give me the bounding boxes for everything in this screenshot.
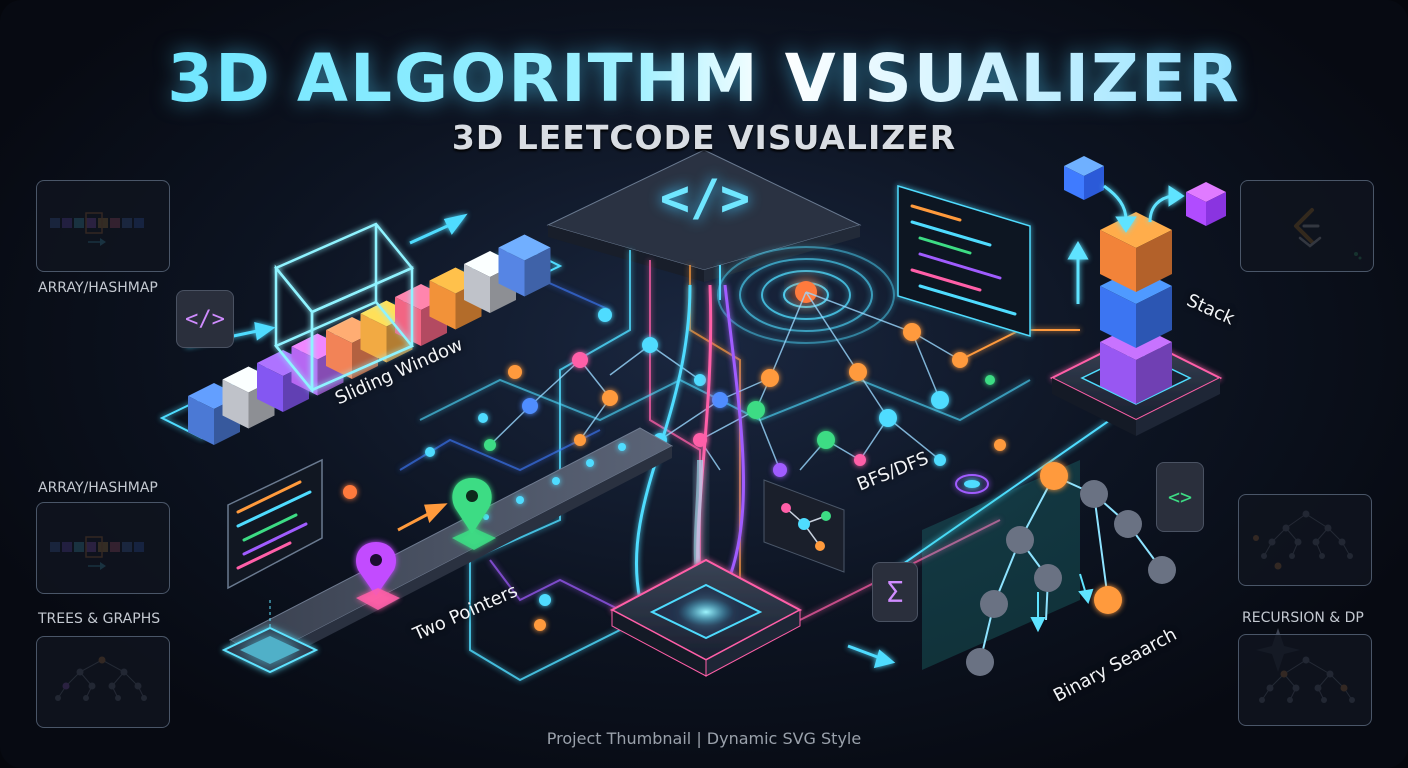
central-platform xyxy=(609,558,803,677)
binary-search-nodes xyxy=(966,462,1176,676)
target-ring xyxy=(955,474,989,494)
flow-arrow xyxy=(847,644,896,669)
graph-nodes xyxy=(343,308,1006,631)
label-recursion-dp: RECURSION & DP xyxy=(1242,610,1364,626)
graph-edges xyxy=(489,291,961,471)
code-window-left xyxy=(227,458,323,590)
binary-search-edges xyxy=(979,475,1163,663)
page-title: 3D ALGORITHM VISUALIZER xyxy=(0,40,1408,117)
code-window-top xyxy=(897,184,1031,338)
label-trees-graphs: TREES & GRAPHS xyxy=(38,611,161,627)
pointer-pin-pink xyxy=(356,542,400,610)
binary-search-panel xyxy=(922,460,1080,670)
stack-outgoing-cube xyxy=(1186,182,1226,226)
pointer-pin-green xyxy=(452,478,496,550)
label-array-hashmap-middle: ARRAY/HASHMAP xyxy=(38,480,158,496)
panel-array-hashmap-top[interactable] xyxy=(36,180,170,272)
stack-blocks xyxy=(1100,212,1172,404)
code-hub xyxy=(546,149,862,282)
panel-array-hashmap-middle[interactable] xyxy=(36,502,170,594)
pointer-arrow xyxy=(397,503,448,532)
sliding-window-array xyxy=(188,234,551,445)
bfs-dfs-panel xyxy=(763,479,845,573)
stack-arrows xyxy=(1067,184,1185,304)
panel-recursion-dp[interactable] xyxy=(1238,634,1372,726)
label-array-hashmap-top: ARRAY/HASHMAP xyxy=(38,280,158,296)
radar-rings xyxy=(717,246,895,344)
two-pointers-dots xyxy=(483,443,626,520)
glowing-pad xyxy=(221,600,319,674)
code-icon-right: <> xyxy=(1156,462,1204,532)
panel-trees-graphs[interactable] xyxy=(36,636,170,728)
code-icon-left: </> xyxy=(176,290,234,348)
panel-leetcode[interactable] xyxy=(1240,180,1374,272)
sigma-icon: Σ xyxy=(872,562,918,622)
panel-trees-right[interactable] xyxy=(1238,494,1372,586)
stack-incoming-cube xyxy=(1064,156,1104,200)
stack-block xyxy=(1100,212,1172,292)
array-cell xyxy=(498,234,551,297)
footer-caption: Project Thumbnail | Dynamic SVG Style xyxy=(546,729,862,748)
page-subtitle: 3D LEETCODE VISUALIZER xyxy=(451,118,957,157)
code-icon-hub: </> xyxy=(659,169,751,227)
sliding-window-frame xyxy=(273,222,415,394)
binary-search-arrows xyxy=(1030,573,1094,633)
